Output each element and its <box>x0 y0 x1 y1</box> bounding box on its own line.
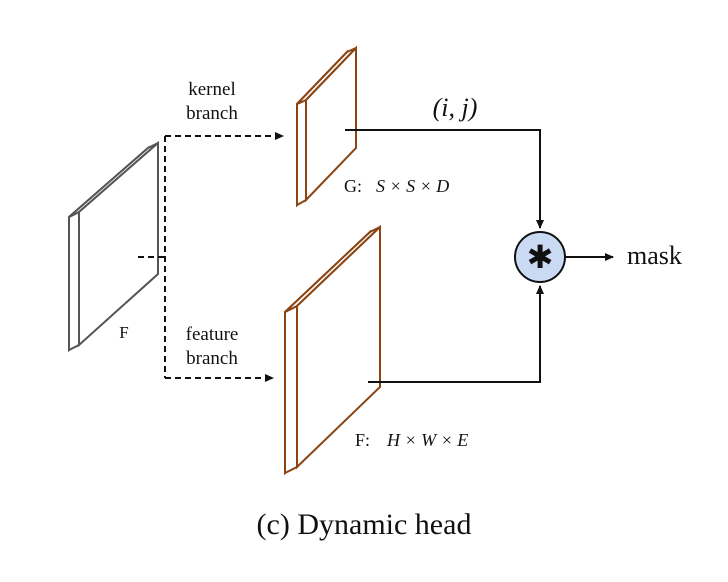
kernel-dims-prefix: G: <box>344 176 362 196</box>
feature-dims: H × W × E <box>386 430 468 450</box>
input-feature-block <box>68 140 159 353</box>
merge-lines <box>345 129 614 383</box>
branch-lines <box>138 132 284 382</box>
convolution-asterisk-icon: ✱ <box>514 231 566 283</box>
input-feature-label: F <box>119 323 128 342</box>
feature-branch-label-line1: feature <box>186 324 239 345</box>
kernel-branch-label-line2: branch <box>186 103 238 124</box>
kernel-branch-label-line1: kernel <box>188 79 235 100</box>
kernel-block <box>296 45 357 208</box>
position-label: (i, j) <box>433 93 478 122</box>
output-label: mask <box>627 241 682 270</box>
operator-symbol: ✱ <box>527 238 554 276</box>
feature-dims-prefix: F: <box>355 430 370 450</box>
figure-caption: (c) Dynamic head <box>257 508 472 541</box>
feature-branch-label-line2: branch <box>186 348 238 369</box>
feature-block <box>284 224 381 476</box>
kernel-dims: S × S × D <box>376 176 449 196</box>
